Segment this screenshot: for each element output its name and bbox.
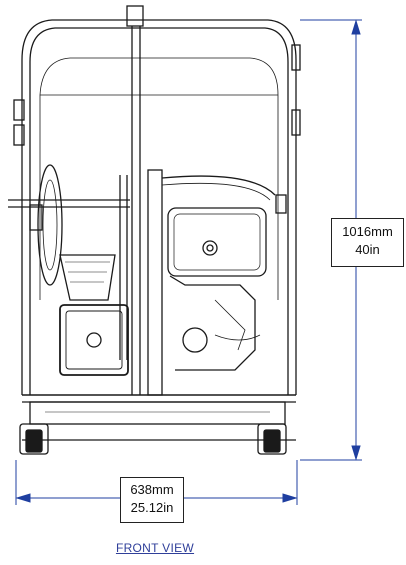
height-dimension-label: 1016mm 40in	[331, 218, 404, 267]
height-mm: 1016mm	[342, 224, 393, 239]
width-dimension-label: 638mm 25.12in	[120, 477, 184, 523]
machine-frame	[8, 5, 301, 455]
width-inches: 25.12in	[130, 500, 174, 515]
height-inches: 40in	[355, 242, 380, 257]
dimension-lines	[15, 19, 362, 505]
width-mm: 638mm	[130, 482, 174, 497]
view-label: FRONT VIEW	[115, 541, 195, 555]
